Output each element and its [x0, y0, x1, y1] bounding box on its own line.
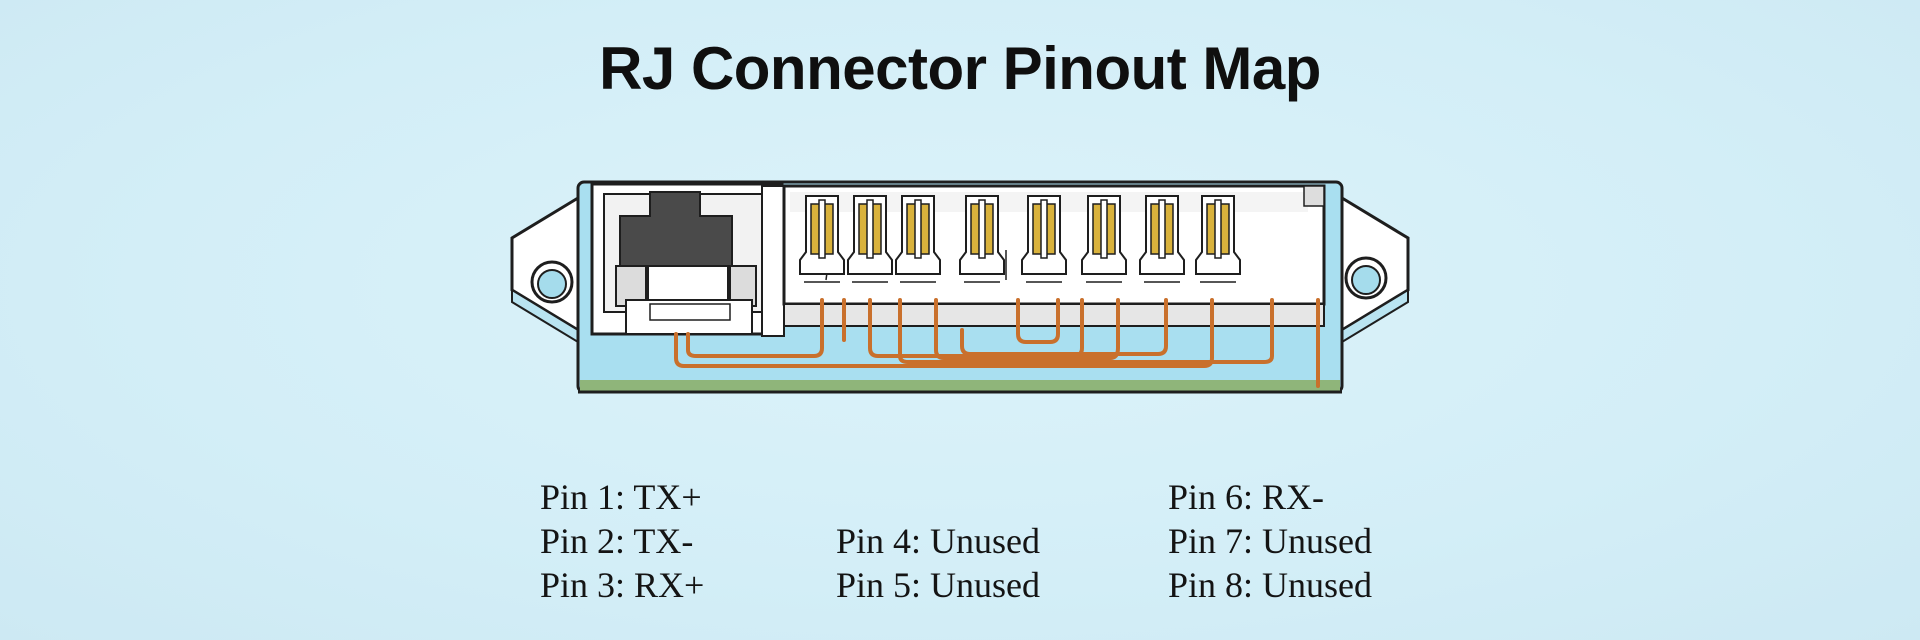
pin-contact-7 — [1139, 195, 1185, 283]
pin-contact-6 — [1081, 195, 1127, 283]
wiring — [674, 298, 1320, 388]
pin-label-6: Pin 6: RX- — [1168, 477, 1325, 517]
page-title: RJ Connector Pinout Map — [599, 35, 1321, 102]
wire — [960, 298, 1168, 356]
pin-contact-1 — [799, 195, 845, 283]
pin-label-1: Pin 1: TX+ — [540, 477, 702, 517]
wire — [686, 298, 824, 358]
pin-contact-4 — [959, 195, 1005, 283]
pin-label-5: Pin 5: Unused — [836, 565, 1041, 605]
pin-contacts — [799, 195, 1241, 283]
rj-socket — [590, 182, 785, 337]
pin-label-3: Pin 3: RX+ — [540, 565, 705, 605]
wire — [1016, 298, 1060, 344]
rj-connector-diagram — [510, 180, 1410, 394]
pin-label-8: Pin 8: Unused — [1168, 565, 1373, 605]
mounting-ear-right — [1340, 195, 1410, 344]
wire — [898, 298, 1274, 364]
pin-label-2: Pin 2: TX- — [540, 521, 694, 561]
pin-contact-2 — [847, 195, 893, 283]
pin-contact-8 — [1195, 195, 1241, 283]
pin-contact-5 — [1021, 195, 1067, 283]
pin-label-7: Pin 7: Unused — [1168, 521, 1373, 561]
pin-contact-3 — [895, 195, 941, 283]
pin-label-4: Pin 4: Unused — [836, 521, 1041, 561]
